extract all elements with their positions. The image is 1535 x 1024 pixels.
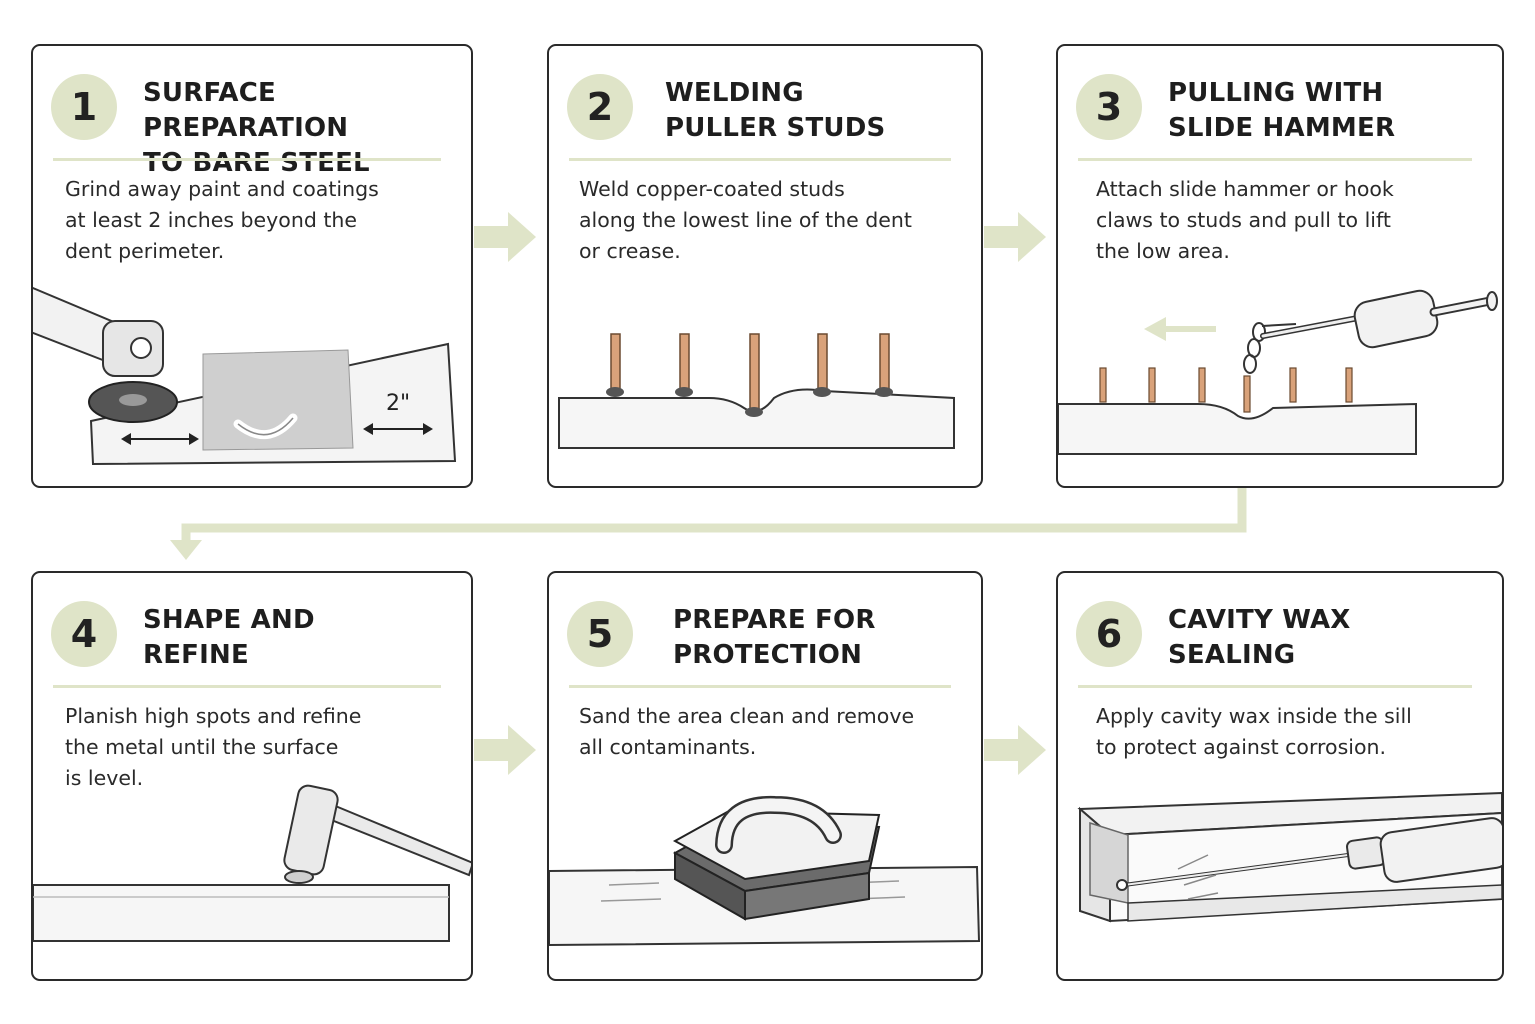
step-card-6: 6 CAVITY WAX SEALING Apply cavity wax in…: [1056, 571, 1504, 981]
dimension-label: 2": [386, 391, 410, 416]
title-divider: [569, 685, 951, 688]
right-dimension-arrow: [363, 423, 433, 435]
stud-icon: [813, 333, 831, 397]
stud-icon: [675, 333, 693, 397]
arrow-step4-to-step5: [474, 725, 536, 775]
step-description: Apply cavity wax inside the sill to prot…: [1096, 704, 1412, 759]
slide-hammer-illustration: [1058, 289, 1498, 455]
stud-icon: [1289, 367, 1297, 403]
title-divider: [53, 158, 441, 161]
step-card-4: 4 SHAPE AND REFINE Planish high spots an…: [31, 571, 473, 981]
step-description: Weld copper-coated studs along the lowes…: [579, 177, 912, 263]
planishing-illustration: [33, 784, 471, 942]
step-number-badge: 6: [1076, 601, 1142, 667]
title-divider: [53, 685, 441, 688]
step-title: WELDING PULLER STUDS: [665, 78, 886, 143]
title-divider: [1078, 685, 1472, 688]
sill-channel-icon: [1077, 791, 1502, 923]
step-title: SURFACE PREPARATION TO BARE STEEL: [143, 78, 370, 178]
stud-icon: [1243, 375, 1251, 413]
step-description: Grind away paint and coatings at least 2…: [65, 177, 379, 263]
arrow-step2-to-step3: [984, 212, 1046, 262]
step-card-1: 1 SURFACE PREPARATION TO BARE STEEL Grin…: [31, 44, 473, 488]
left-pull-arrow-icon: [1144, 317, 1216, 341]
left-dimension-arrow: [121, 433, 199, 445]
step-description: Sand the area clean and remove all conta…: [579, 704, 915, 759]
sanding-block-icon: [672, 795, 881, 921]
wax-gun-icon: [1116, 817, 1502, 891]
step-card-5: 5 PREPARE FOR PROTECTION Sand the area c…: [547, 571, 983, 981]
step-card-3: 3 PULLING WITH SLIDE HAMMER Attach slide…: [1056, 44, 1504, 488]
stud-icon: [875, 333, 893, 397]
puller-studs-illustration: [558, 333, 955, 449]
arrow-step1-to-step2: [474, 212, 536, 262]
stud-icon: [745, 333, 763, 417]
hammer-icon: [283, 784, 471, 884]
step-title: PREPARE FOR PROTECTION: [673, 605, 876, 670]
angle-grinder-illustration: 2": [33, 287, 457, 466]
grinder-icon: [33, 287, 178, 423]
stud-icon: [1198, 367, 1206, 403]
stud-icon: [1345, 367, 1353, 403]
step-description: Attach slide hammer or hook claws to stu…: [1096, 177, 1394, 263]
sanding-illustration: [549, 795, 981, 947]
step-card-2: 2 WELDING PULLER STUDS Weld copper-coate…: [547, 44, 983, 488]
step-title: CAVITY WAX SEALING: [1168, 605, 1351, 670]
arrow-row1-to-row2: [170, 488, 1247, 560]
step-number-badge: 5: [567, 601, 633, 667]
cavity-wax-illustration: [1077, 791, 1502, 923]
stud-icon: [1099, 367, 1107, 403]
step-number-badge: 2: [567, 74, 633, 140]
stud-icon: [606, 333, 624, 397]
step-description: Planish high spots and refine the metal …: [65, 704, 362, 790]
step-number-badge: 3: [1076, 74, 1142, 140]
step-title: SHAPE AND REFINE: [143, 605, 315, 670]
stud-icon: [1148, 367, 1156, 403]
step-number-badge: 4: [51, 601, 117, 667]
step-title: PULLING WITH SLIDE HAMMER: [1168, 78, 1396, 143]
title-divider: [569, 158, 951, 161]
title-divider: [1078, 158, 1472, 161]
slide-hammer-icon: [1260, 289, 1498, 349]
chain-icon: [1243, 322, 1297, 374]
arrow-step5-to-step6: [984, 725, 1046, 775]
step-number-badge: 1: [51, 74, 117, 140]
